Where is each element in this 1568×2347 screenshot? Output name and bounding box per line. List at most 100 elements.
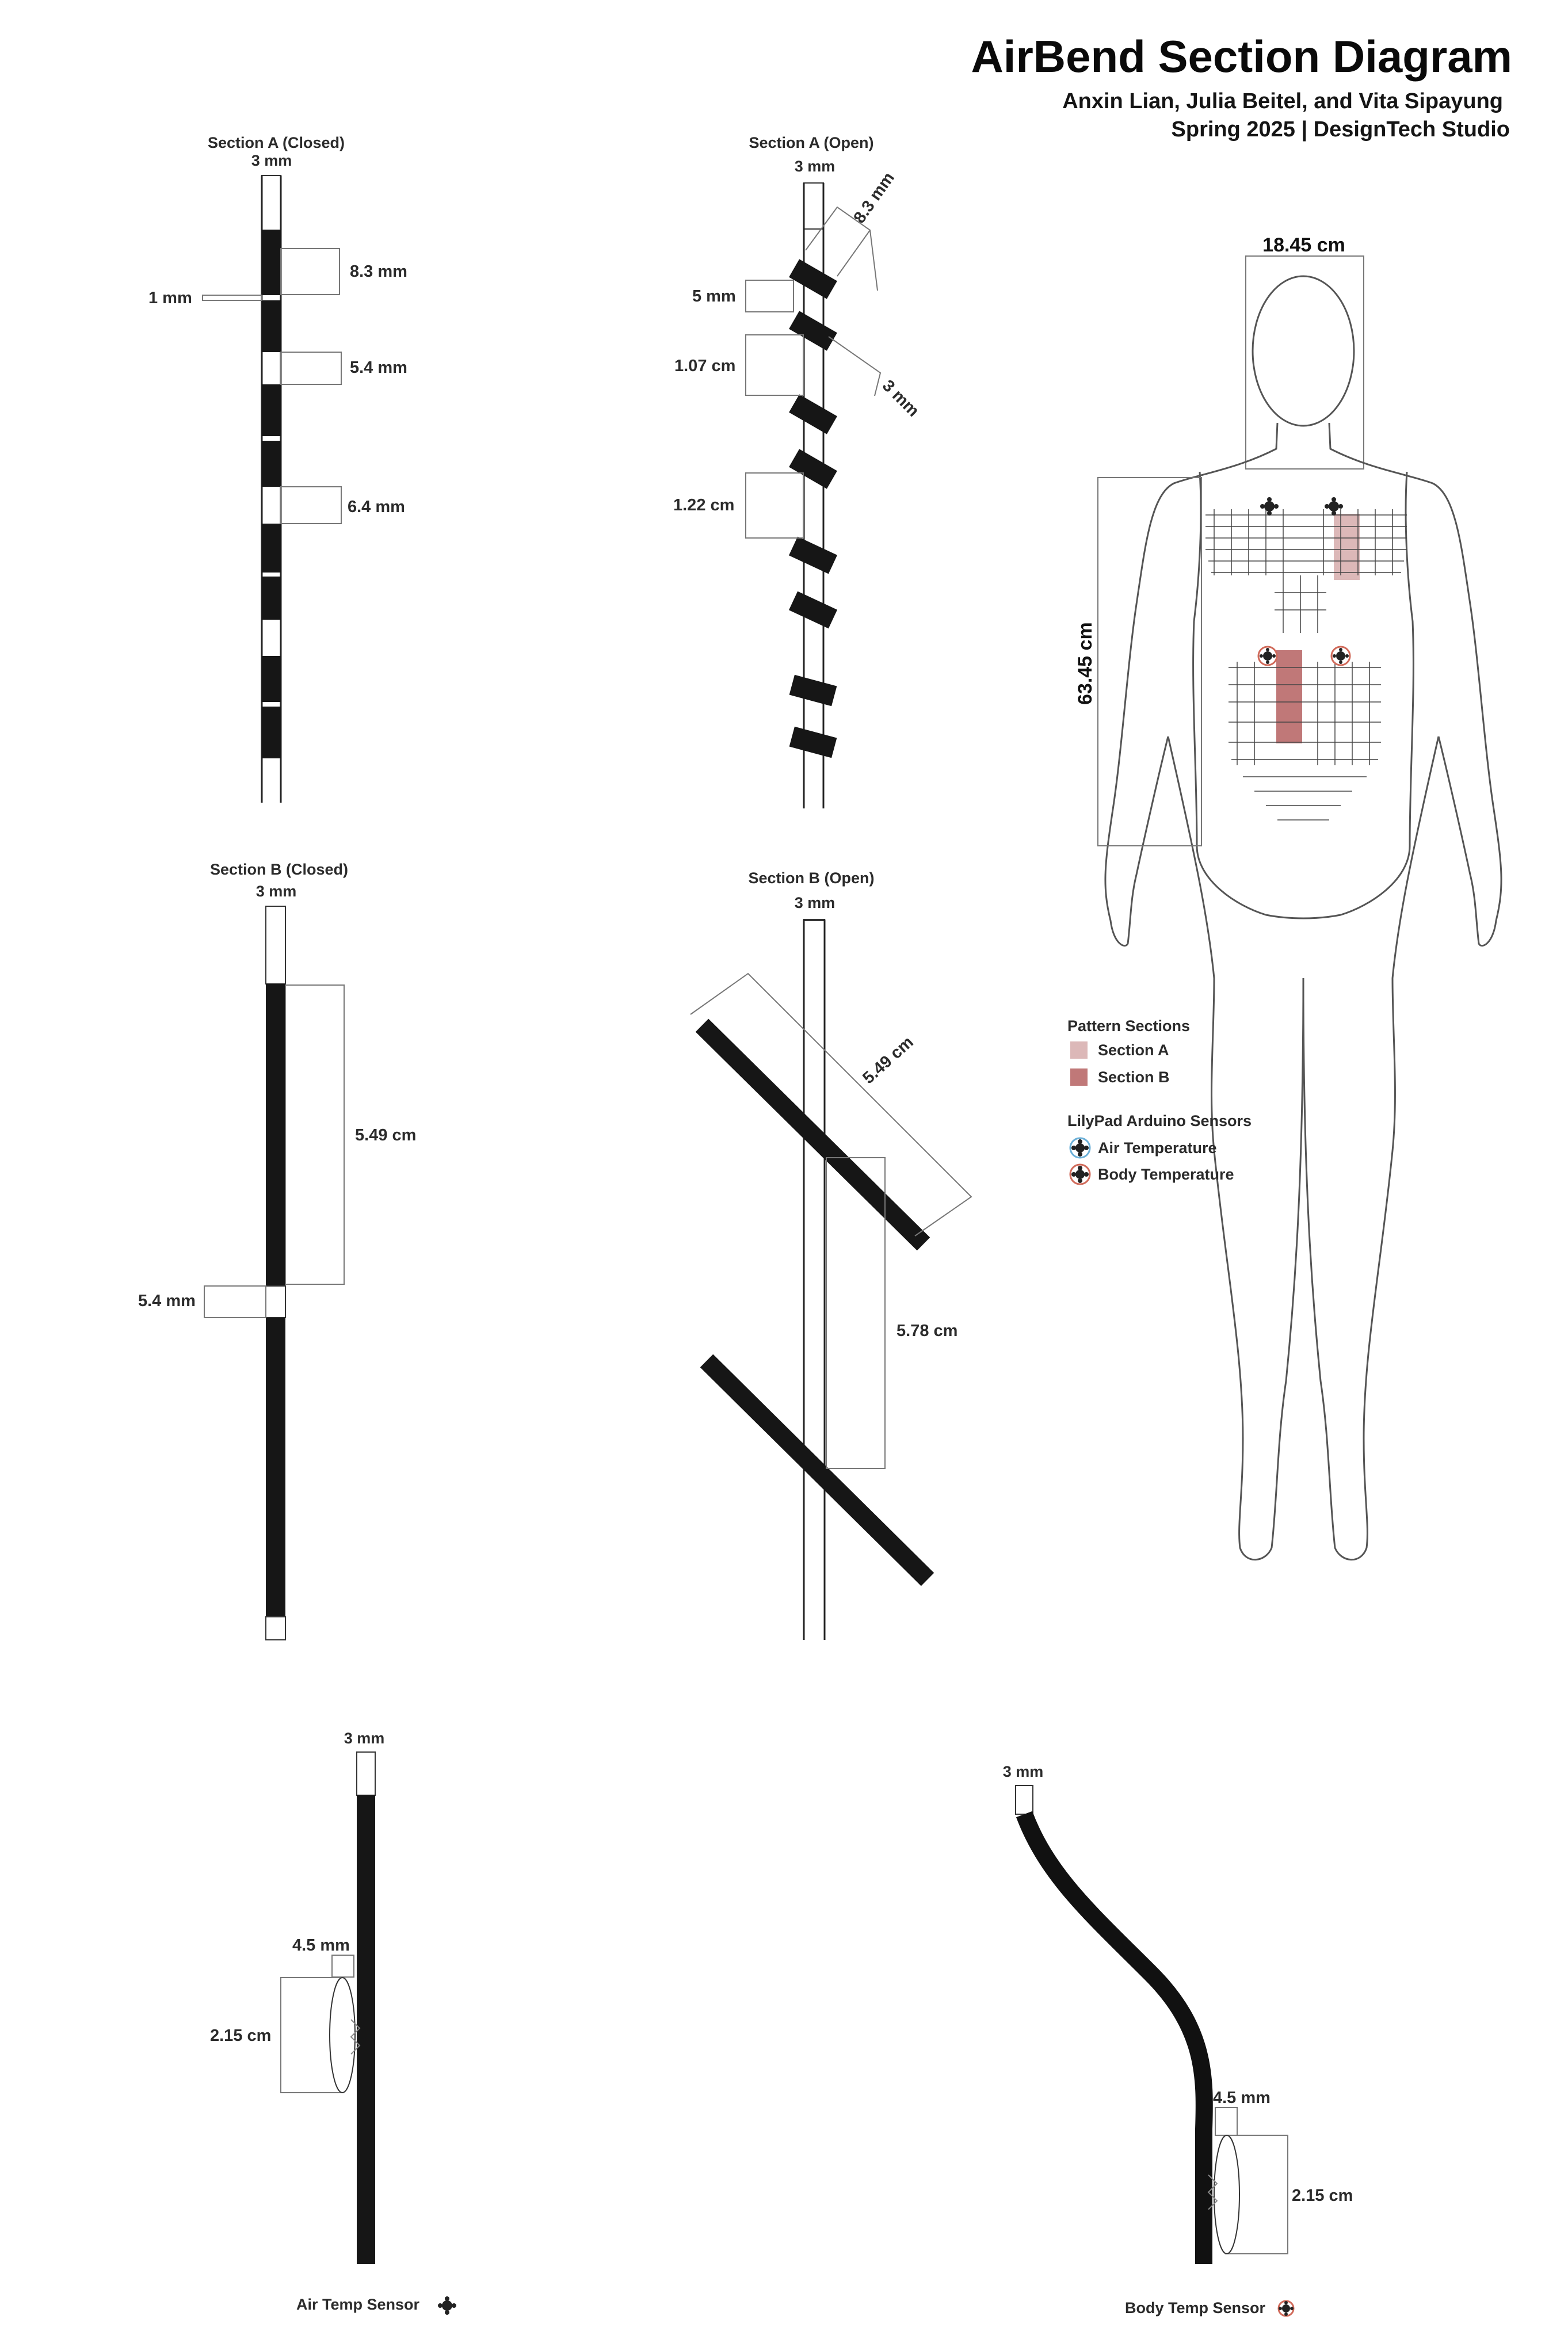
dim-bracket	[745, 334, 804, 396]
dim-bracket	[1215, 2107, 1238, 2136]
section-b-closed-gap	[265, 1285, 286, 1318]
garment-pattern-icon	[1205, 509, 1407, 821]
body-sensor-width-dim: 3 mm	[1003, 1763, 1044, 1780]
dim-bracket	[285, 984, 345, 1285]
section-a-open-d3-dim: 1.22 cm	[673, 496, 734, 514]
dim-line	[869, 230, 878, 291]
section-a-open-panel: Section A (Open) 3 mm 8.3 mm 5 mm 1.07 c…	[673, 134, 922, 808]
dim-bracket	[202, 295, 262, 301]
air-sensor-disc	[329, 1977, 356, 2093]
strip-segment	[262, 384, 281, 436]
section-a-open-thickness-dim: 3 mm	[879, 376, 922, 420]
torso-height-bracket	[1097, 477, 1202, 846]
section-b-closed-gap-dim: 5.4 mm	[138, 1292, 196, 1310]
figure-left-contour	[1104, 422, 1279, 947]
section-b-open-label: Section B (Open)	[748, 869, 874, 887]
strip-segment	[266, 984, 285, 1286]
section-b-open-cap	[803, 919, 825, 921]
dim-bracket	[805, 206, 871, 277]
dim-bracket	[331, 1955, 354, 1978]
strip-segment	[262, 441, 281, 487]
flap	[789, 449, 837, 489]
air-sensor-strip-cap	[356, 1751, 376, 1796]
strip-segment	[262, 524, 281, 573]
figure-head	[1252, 275, 1355, 427]
section-a-closed-label: Section A (Closed)	[208, 134, 345, 151]
air-sensor-width-dim: 3 mm	[344, 1730, 385, 1747]
strip-segment	[262, 300, 281, 352]
dim-bracket	[826, 1157, 886, 1469]
section-a-closed-seg2-dim: 5.4 mm	[350, 358, 407, 377]
legend-section-a-swatch	[1070, 1041, 1088, 1059]
garment-outline	[1192, 471, 1414, 919]
dim-bracket	[280, 352, 342, 385]
body-sensor-marker-icon	[1257, 646, 1278, 666]
stitch-icon	[350, 2019, 361, 2055]
flap	[788, 536, 838, 574]
flap	[789, 394, 837, 434]
term-line: Spring 2025 | DesignTech Studio	[1172, 117, 1510, 142]
air-sensor-marker-icon	[1325, 497, 1343, 516]
air-sensor-strip	[357, 1795, 375, 2264]
strip-segment	[266, 1318, 285, 1617]
figure-panel: 18.45 cm 63.45 cm	[1074, 234, 1502, 1561]
body-temp-sensor-panel: 3 mm 4.5 mm 2.15 cm Body Temp Sensor	[1003, 1763, 1353, 2317]
body-sensor-icon	[1277, 2300, 1295, 2317]
legend-sensors-title: LilyPad Arduino Sensors	[1067, 1112, 1252, 1129]
legend-section-a-label: Section A	[1098, 1041, 1169, 1059]
section-a-open-diag-dim: 8.3 mm	[850, 169, 899, 227]
section-a-open-cap	[803, 182, 824, 230]
authors-line: Anxin Lian, Julia Beitel, and Vita Sipay…	[1062, 89, 1503, 113]
legend-section-b-swatch	[1070, 1068, 1088, 1086]
head-width-bracket	[1245, 255, 1364, 470]
air-temp-sensor-panel: 3 mm 4.5 mm 2.15 cm Air Temp Sensor	[210, 1730, 456, 2315]
section-a-closed-seg3-dim: 6.4 mm	[348, 498, 405, 516]
legend-air-temperature-label: Air Temperature	[1098, 1139, 1217, 1157]
section-b-open-panel: Section B (Open) 3 mm 5.49 cm 5.78 cm	[690, 869, 972, 1640]
legend-section-b-label: Section B	[1098, 1068, 1170, 1086]
dim-bracket	[745, 280, 794, 312]
section-b-closed-cap	[265, 906, 286, 984]
figure-right-leg	[1302, 736, 1440, 1561]
section-b-closed-width-dim: 3 mm	[256, 883, 297, 900]
body-sensor-strip-cap	[1015, 1785, 1033, 1815]
flap	[789, 311, 837, 351]
air-sensor-marker-icon	[1260, 497, 1279, 516]
body-sensor-marker-icon	[1330, 646, 1351, 666]
section-a-open-width-dim: 3 mm	[795, 158, 835, 175]
section-a-closed-seg1-dim: 8.3 mm	[350, 262, 407, 281]
figure-right-contour	[1328, 422, 1502, 947]
section-b-closed-end	[265, 1616, 286, 1640]
legend-pattern-title: Pattern Sections	[1067, 1017, 1190, 1035]
flap	[788, 591, 838, 629]
strip-segment	[262, 577, 281, 620]
section-b-closed-length-dim: 5.49 cm	[355, 1126, 416, 1144]
body-sensor-offset-dim: 4.5 mm	[1213, 2089, 1271, 2107]
section-a-closed-width-dim: 3 mm	[251, 152, 292, 169]
dim-bracket	[690, 972, 972, 1237]
legend-body-temperature-label: Body Temperature	[1098, 1166, 1234, 1183]
dim-bracket	[280, 248, 340, 295]
section-a-closed-gap-dim: 1 mm	[148, 289, 192, 307]
head-width-dim: 18.45 cm	[1262, 234, 1345, 256]
flap	[789, 726, 837, 758]
stitch-icon	[1207, 2174, 1218, 2210]
air-temperature-icon	[1069, 1137, 1091, 1159]
section-b-open-spacing-dim: 5.78 cm	[896, 1322, 957, 1340]
section-b-closed-panel: Section B (Closed) 3 mm 5.49 cm 5.4 mm	[138, 861, 416, 1640]
section-b-closed-label: Section B (Closed)	[210, 861, 348, 878]
body-sensor-disc	[1214, 2135, 1240, 2254]
air-sensor-diameter-dim: 2.15 cm	[210, 2027, 271, 2045]
body-sensor-strip	[1016, 1811, 1213, 2264]
section-b-open-diag-dim: 5.49 cm	[859, 1033, 917, 1087]
body-temp-sensor-label: Body Temp Sensor	[1125, 2299, 1266, 2317]
air-sensor-offset-dim: 4.5 mm	[292, 1936, 350, 1955]
flap	[789, 674, 837, 707]
legend: Pattern Sections Section A Section B Lil…	[1067, 1017, 1252, 1185]
section-a-open-label: Section A (Open)	[749, 134, 873, 151]
section-a-closed-cap	[261, 175, 281, 231]
page-title: AirBend Section Diagram	[971, 31, 1512, 82]
dim-bracket	[204, 1285, 266, 1318]
dim-bracket	[745, 472, 804, 539]
pattern-section-a-swatch-on-figure	[1334, 514, 1360, 580]
